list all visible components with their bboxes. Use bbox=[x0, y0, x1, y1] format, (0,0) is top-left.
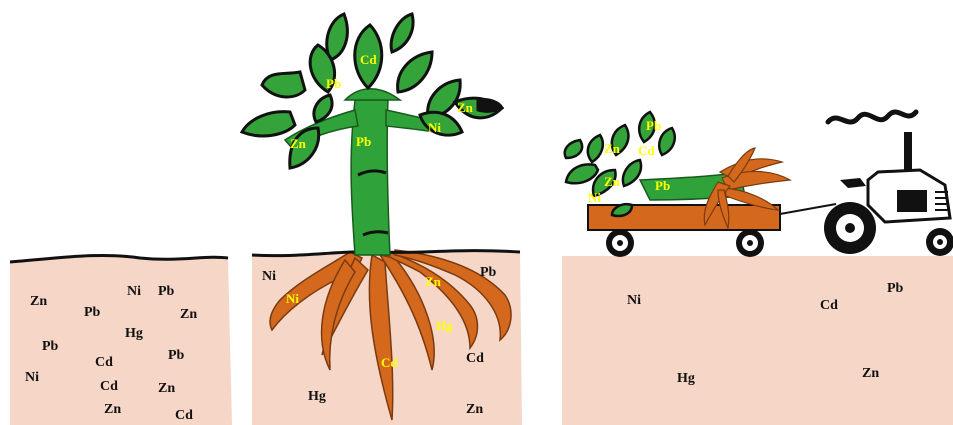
metal-label: Ni bbox=[428, 120, 441, 135]
metal-label: Pb bbox=[42, 339, 59, 354]
metal-label: Zn bbox=[862, 366, 879, 381]
metal-label: Cd bbox=[381, 355, 398, 370]
metal-label: Cd bbox=[100, 379, 118, 394]
metal-label: Pb bbox=[158, 284, 175, 299]
metal-label: Pb bbox=[356, 134, 371, 149]
metal-label: Cd bbox=[175, 408, 193, 423]
metal-label: Zn bbox=[466, 402, 483, 417]
panel-plant-uptake: Cd Pb Zn Pb Zn Ni Ni Zn Hg Cd Ni Pb Hg C… bbox=[242, 14, 522, 425]
metal-label: Ni bbox=[286, 291, 299, 306]
panel-harvest: Ni Cd Pb Hg Zn bbox=[562, 112, 953, 425]
panel-contaminated-soil: Zn Ni Pb Pb Zn Hg Pb Pb Cd Ni Cd Zn Zn C… bbox=[10, 255, 232, 425]
metal-label: Cd bbox=[820, 298, 838, 313]
metal-label: Pb bbox=[168, 348, 185, 363]
metal-label: Cd bbox=[638, 143, 655, 158]
metal-label: Cd bbox=[466, 351, 484, 366]
metal-label: Ni bbox=[262, 269, 276, 284]
metal-label: Pb bbox=[84, 305, 101, 320]
metal-label: Cd bbox=[95, 355, 113, 370]
smoke-icon bbox=[828, 112, 916, 122]
tractor-icon bbox=[824, 112, 953, 256]
metal-label: Ni bbox=[627, 293, 641, 308]
metal-label: Pb bbox=[655, 178, 670, 193]
metal-label: Pb bbox=[326, 76, 341, 91]
metal-label: Zn bbox=[604, 174, 621, 189]
metal-label: Ni bbox=[127, 284, 141, 299]
metal-label: Ni bbox=[588, 190, 601, 205]
metal-label: Pb bbox=[480, 265, 497, 280]
metal-label: Pb bbox=[887, 281, 904, 296]
metal-label: Cd bbox=[360, 52, 377, 67]
metal-label: Ni bbox=[25, 370, 39, 385]
metal-label: Hg bbox=[125, 326, 143, 341]
metal-label: Zn bbox=[30, 294, 47, 309]
metal-label: Zn bbox=[457, 100, 474, 115]
metal-label: Pb bbox=[646, 118, 661, 133]
metal-label: Hg bbox=[308, 389, 326, 404]
metal-label: Zn bbox=[180, 307, 197, 322]
metal-label: Hg bbox=[436, 318, 453, 333]
metal-label: Zn bbox=[104, 402, 121, 417]
metal-label: Zn bbox=[604, 141, 621, 156]
metal-label: Zn bbox=[158, 381, 175, 396]
metal-label: Hg bbox=[677, 371, 695, 386]
metal-label: Zn bbox=[425, 274, 442, 289]
metal-label: Zn bbox=[290, 136, 307, 151]
